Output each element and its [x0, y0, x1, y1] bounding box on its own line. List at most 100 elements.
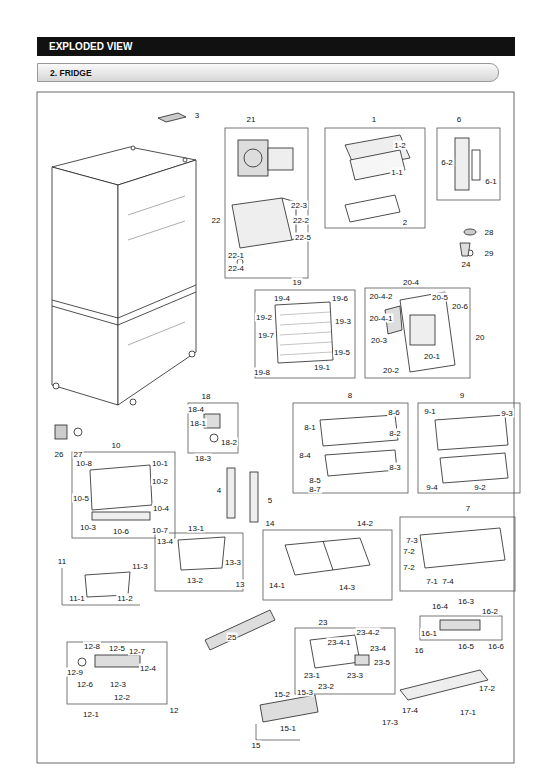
callout-number: 19-5	[333, 348, 351, 357]
callout-number: 8-7	[308, 485, 322, 494]
callout-number: 9-1	[423, 407, 437, 416]
callout-number: 17-2	[478, 684, 496, 693]
callout-number: 16-5	[457, 642, 475, 651]
callout-number: 10-8	[75, 459, 93, 468]
callout-number: 5	[267, 496, 273, 505]
callout-number: 23-1	[303, 671, 321, 680]
callout-number: 22-1	[227, 251, 245, 260]
callout-number: 12-7	[128, 647, 146, 656]
callout-number: 22-5	[294, 233, 312, 242]
callout-number: 16-3	[457, 597, 475, 606]
callout-number: 21	[246, 115, 257, 124]
callout-number: 22-4	[227, 264, 245, 273]
callout-number: 10-7	[151, 526, 169, 535]
callout-number: 12-2	[113, 693, 131, 702]
callout-number: 12-5	[108, 644, 126, 653]
callout-number: 17-1	[459, 708, 477, 717]
callout-number: 20-3	[370, 336, 388, 345]
callout-number: 14	[265, 519, 276, 528]
callout-number: 28	[484, 228, 495, 237]
callout-number: 22	[211, 216, 222, 225]
callout-number: 17-3	[381, 718, 399, 727]
callout-number: 8-4	[298, 451, 312, 460]
callout-number: 23	[318, 618, 329, 627]
callout-number: 7-2	[402, 547, 416, 556]
callout-number: 17-4	[401, 706, 419, 715]
callout-number: 24	[461, 260, 472, 269]
callout-number: 13	[235, 580, 246, 589]
callout-number: 23-5	[373, 658, 391, 667]
fridge-cabinet	[52, 146, 196, 405]
callout-number: 23-3	[346, 671, 364, 680]
section-band: 2. FRIDGE	[37, 63, 499, 82]
callout-number: 9-3	[500, 409, 514, 418]
callout-number: 16-1	[420, 629, 438, 638]
callout-number: 12-9	[66, 668, 84, 677]
callout-number: 4	[216, 486, 222, 495]
callout-number: 7-1	[425, 577, 439, 586]
callout-number: 20-2	[382, 366, 400, 375]
callout-number: 7-4	[441, 577, 455, 586]
callout-number: 23-4	[369, 644, 387, 653]
callout-number: 12-3	[109, 680, 127, 689]
callout-number: 8-3	[388, 463, 402, 472]
callout-number: 20	[475, 333, 486, 342]
callout-number: 20-4-2	[368, 292, 393, 301]
callout-number: 12-4	[139, 664, 157, 673]
callout-number: 29	[484, 249, 495, 258]
callout-number: 19-8	[253, 368, 271, 377]
callout-number: 10-3	[79, 523, 97, 532]
callout-number: 11	[57, 557, 67, 566]
callout-number: 19-1	[313, 363, 331, 372]
callout-number: 11-1	[68, 594, 85, 603]
callout-number: 10	[111, 441, 122, 450]
callout-number: 2	[402, 218, 408, 227]
callout-number: 1-2	[393, 141, 407, 150]
callout-number: 10-5	[72, 494, 90, 503]
callout-number: 1	[371, 115, 377, 124]
callout-number: 14-3	[338, 583, 356, 592]
section-title: 2. FRIDGE	[50, 68, 92, 78]
callout-number: 13-2	[186, 576, 204, 585]
callout-number: 11-2	[116, 594, 133, 603]
callout-number: 20-1	[423, 352, 441, 361]
callout-number: 12-6	[76, 680, 94, 689]
callout-number: 10-6	[112, 527, 130, 536]
callout-number: 13-4	[156, 537, 174, 546]
callout-number: 23-2	[317, 682, 335, 691]
callout-number: 22-2	[292, 216, 310, 225]
callout-number: 22-3	[290, 201, 308, 210]
callout-number: 10-2	[151, 477, 169, 486]
callout-number: 8-6	[387, 408, 401, 417]
callout-number: 18-1	[189, 419, 207, 428]
callout-number: 15-1	[279, 724, 297, 733]
callout-number: 6-1	[484, 177, 498, 186]
callout-number: 8-1	[303, 423, 317, 432]
callout-number: 6-2	[440, 158, 454, 167]
callout-number: 9	[459, 391, 465, 400]
callout-number: 16-4	[431, 602, 449, 611]
callout-number: 15	[251, 741, 262, 750]
callout-number: 6	[456, 115, 462, 124]
callout-number: 19	[292, 278, 303, 287]
callout-number: 12-1	[82, 710, 100, 719]
callout-number: 20-5	[431, 293, 449, 302]
callout-number: 8-2	[388, 429, 402, 438]
callout-number: 13-1	[187, 524, 205, 533]
callout-number: 20-6	[451, 302, 469, 311]
callout-number: 20-4-1	[368, 314, 393, 323]
callout-number: 8-5	[308, 476, 322, 485]
callout-number: 25	[227, 633, 238, 642]
callout-number: 26	[54, 450, 65, 459]
callout-number: 10-4	[152, 504, 170, 513]
callout-number: 18-4	[187, 405, 205, 414]
callout-number: 15-2	[273, 690, 291, 699]
callout-number: 3	[194, 111, 200, 120]
title-band: EXPLODED VIEW	[37, 37, 515, 56]
callout-number: 16-6	[487, 642, 505, 651]
callout-number: 12-8	[83, 642, 101, 651]
callout-number: 19-4	[273, 294, 291, 303]
callout-number: 16	[414, 646, 425, 655]
callout-number: 18-2	[220, 438, 238, 447]
